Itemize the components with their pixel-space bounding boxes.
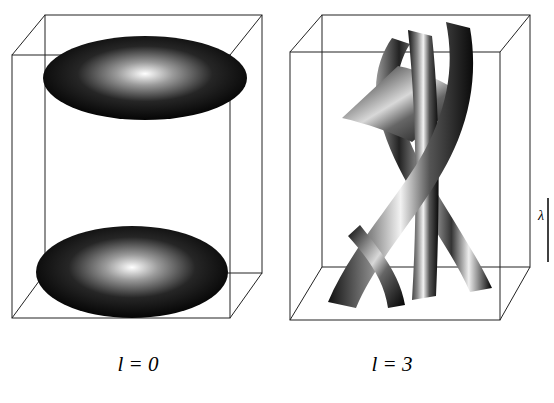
- order-label: l = 0: [117, 352, 158, 377]
- wavelength-label: λ: [538, 208, 544, 224]
- order-label: l = 3: [371, 352, 412, 377]
